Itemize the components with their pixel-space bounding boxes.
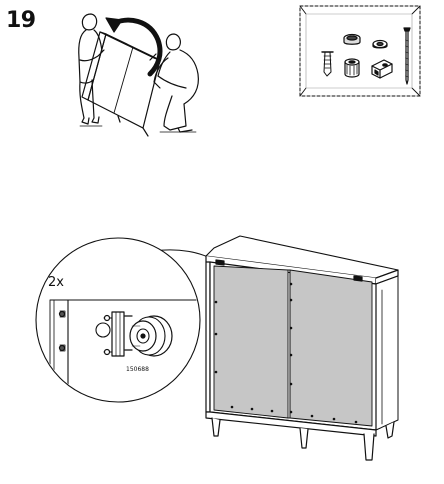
cabinet-rear-view [205,235,399,461]
hinge-detail-magnifier: 2x 150688 [35,237,215,403]
person-right [153,33,199,133]
leg-front-middle [299,427,309,449]
back-panel-left [213,265,289,419]
cover-cap-icon [343,33,361,45]
tilted-cabinet [81,31,161,137]
leg-front-right [363,433,375,461]
wall-bracket-icon [371,59,393,79]
wall-plug-icon [321,51,334,77]
hinge-bracket-left [215,259,225,266]
step-number: 19 [6,8,36,33]
barrel-nut-icon [344,58,360,78]
rotation-arrow [105,17,163,77]
washer-icon [372,39,388,49]
leg-rear-right [385,421,395,439]
leg-front-left [211,417,221,437]
panel-nails [214,282,358,424]
person-left [78,13,105,125]
hardware-parts-box [299,5,421,97]
quantity-label: 2x [48,275,64,290]
part-number-label: 150688 [126,366,149,373]
hinge-bracket-right [353,275,363,282]
long-screw-icon [403,27,411,85]
people-tilting-cabinet-figure [78,13,199,137]
back-panel-right [289,269,373,427]
